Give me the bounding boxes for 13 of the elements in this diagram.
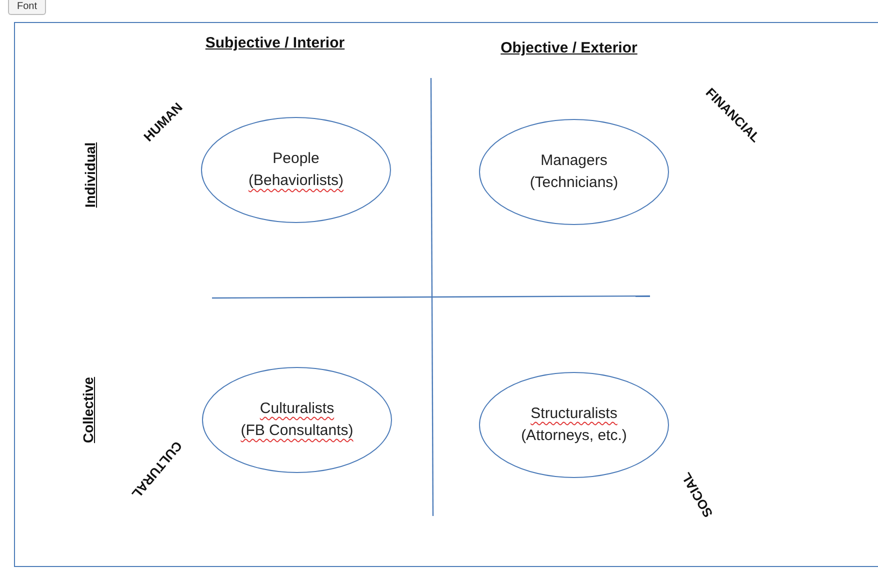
role-description: (Behaviorlists) — [248, 171, 344, 191]
axis-heading: Subjective / Interior — [205, 34, 345, 52]
role-title: Culturalists — [260, 399, 334, 419]
role-title: People — [272, 149, 320, 169]
font-tab: Font — [8, 0, 46, 15]
axis-heading: Collective — [80, 376, 96, 444]
axis-heading: Objective / Exterior — [500, 40, 638, 56]
role-description: (Technicians) — [530, 173, 618, 193]
role-title: Structuralists — [530, 404, 618, 424]
role-description: (FB Consultants) — [240, 421, 354, 441]
axis-heading: Individual — [82, 142, 98, 208]
role-title: Managers — [540, 151, 608, 171]
role-description: (Attorneys, etc.) — [521, 426, 627, 446]
